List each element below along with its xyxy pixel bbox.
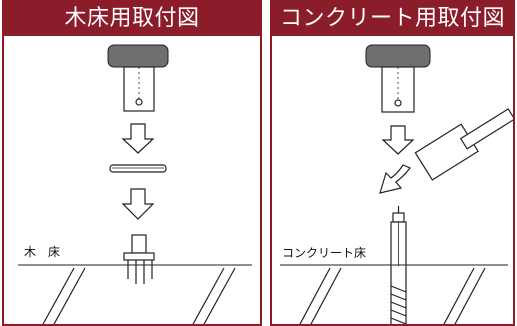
anchor-head [392, 212, 405, 223]
stopper-hole [394, 99, 402, 107]
concrete-floor-title: コンクリート用取付図 [272, 2, 513, 36]
floor-hatch [203, 267, 236, 324]
wood-floor-panel: 木床用取付図 木 床 [2, 0, 262, 326]
floor-hatch [192, 267, 225, 324]
stopper-cap [365, 44, 431, 68]
hammer [414, 108, 513, 181]
floor-hatch [299, 267, 331, 324]
anchor-thread [390, 285, 407, 324]
floor-hatch [53, 267, 86, 324]
down-arrow-2 [121, 188, 155, 220]
down-arrow-1 [121, 123, 155, 154]
floor-hatch [42, 267, 75, 324]
base-flange [123, 252, 155, 261]
curved-arrow [379, 164, 411, 194]
stopper-hole [135, 98, 143, 106]
wood-floor-label: 木 床 [24, 245, 61, 259]
concrete-floor-diagram [280, 44, 513, 324]
hammer-handle [459, 108, 513, 150]
floor-hatch [454, 267, 486, 324]
down-arrow-1 [381, 125, 415, 155]
wood-floor-title: 木床用取付図 [4, 2, 260, 36]
base-post [131, 234, 147, 254]
stopper-cap [107, 44, 169, 68]
washer-plate [109, 164, 167, 173]
hammer-head [414, 123, 479, 181]
wood-floor-diagram [18, 44, 252, 324]
concrete-floor-label: コンクリート床 [282, 246, 367, 260]
floor-hatch [443, 267, 475, 324]
concrete-floor-panel: コンクリート用取付図 コンクリート床 [270, 0, 515, 326]
floor-hatch [310, 267, 342, 324]
